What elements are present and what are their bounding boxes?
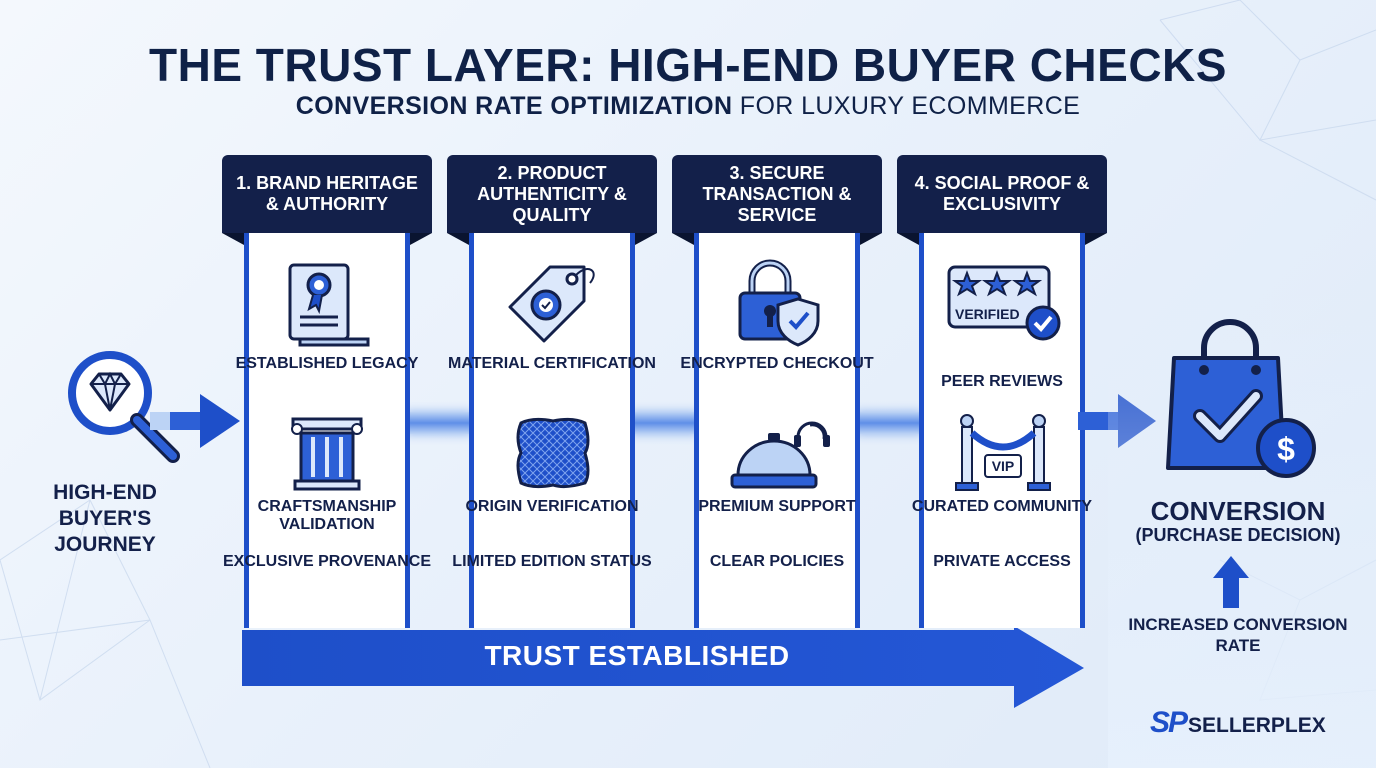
item-label: CURATED COMMUNITY [911,498,1093,515]
certificate-scroll-icon [288,263,370,347]
header-fold [447,233,469,245]
header-fold [897,233,919,245]
diamond-magnifier-icon [68,351,180,463]
header-fold [672,233,694,245]
column-header: 2. PRODUCT AUTHENTICITY & QUALITY [447,155,657,233]
item-label: ENCRYPTED CHECKOUT [680,355,874,372]
trust-established-label: TRUST ESTABLISHED [484,640,790,671]
journey-label: HIGH-END BUYER'S JOURNEY [53,481,157,556]
logo-name: SELLERPLEX [1188,714,1326,737]
connector-3-4 [855,412,923,434]
item-label: PREMIUM SUPPORT [698,498,856,515]
page-title: THE TRUST LAYER: HIGH-END BUYER CHECKS [149,39,1227,91]
item-label: LIMITED EDITION STATUS [452,553,652,570]
trust-established-arrow [242,628,1084,708]
service-bell-headset-icon [730,421,830,489]
vip-rope-icon: VIP [955,414,1051,491]
header-fold [860,233,882,245]
shopping-bag-check-dollar-icon: $ [1166,319,1316,478]
journey-arrow-icon [150,394,240,448]
item-label: EXCLUSIVE PROVENANCE [222,553,432,570]
connector-2-3 [630,412,698,434]
item-label: ORIGIN VERIFICATION [465,498,639,515]
authenticity-tag-icon [508,265,595,343]
padlock-shield-icon [738,259,820,347]
vip-sign-text: VIP [992,458,1015,474]
item-label: MATERIAL CERTIFICATION [448,355,656,372]
classical-column-icon [291,417,363,491]
verified-stars-icon: VERIFIED [947,265,1061,341]
column-header: 1. BRAND HERITAGE & AUTHORITY [222,155,432,233]
connector-1-2 [405,412,473,434]
verified-badge-text: VERIFIED [955,306,1020,322]
item-label: PRIVATE ACCESS [933,553,1071,570]
header-fold [1085,233,1107,245]
sellerplex-logo: SPSELLERPLEX [1150,706,1326,740]
item-label: CLEAR POLICIES [709,553,845,570]
item-label: CRAFTSMANSHIP VALIDATION [257,498,397,533]
item-label: ESTABLISHED LEGACY [235,355,419,372]
logo-mark: SP [1150,706,1188,739]
increased-conversion-rate-label: INCREASED CONVERSION RATE [1128,615,1348,655]
column-header: 4. SOCIAL PROOF & EXCLUSIVITY [897,155,1107,233]
conversion-subtitle: (PURCHASE DECISION) [1135,525,1341,545]
subtitle-rest: FOR LUXURY ECOMMERCE [732,92,1081,120]
column-header: 3. SECURE TRANSACTION & SERVICE [672,155,882,233]
header-fold [222,233,244,245]
header-fold [410,233,432,245]
subtitle-bold: CONVERSION RATE OPTIMIZATION [295,92,733,120]
header-fold [635,233,657,245]
item-label: PEER REVIEWS [941,373,1063,390]
up-arrow-icon [1213,556,1249,608]
dollar-glyph: $ [1277,431,1295,467]
conversion-title: CONVERSION [1150,496,1326,526]
page-subtitle: CONVERSION RATE OPTIMIZATION FOR LUXURY … [0,92,1376,121]
fabric-swatch-icon [516,417,590,489]
